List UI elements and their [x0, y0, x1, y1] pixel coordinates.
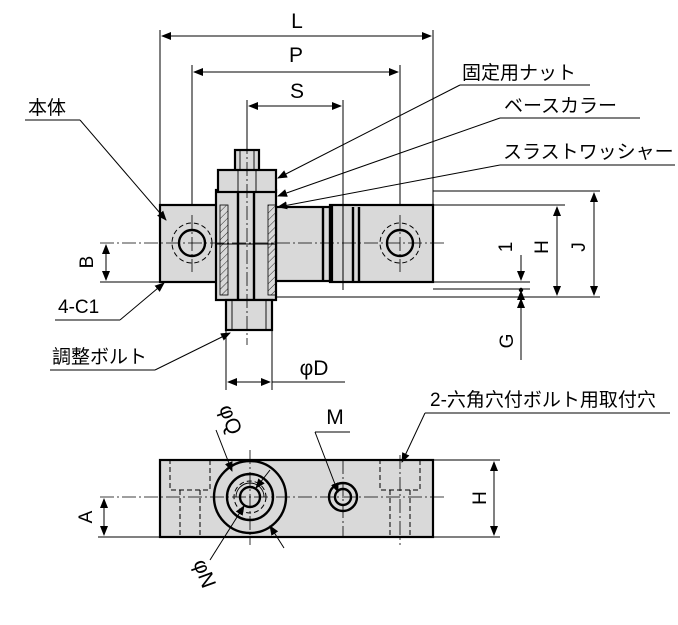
dim-phiQ: φQ: [214, 402, 246, 438]
top-dimensions: [98, 412, 670, 561]
front-dimensions: [100, 30, 600, 390]
dim-J: J: [569, 242, 590, 252]
dim-A: A: [76, 510, 97, 523]
dim-P: P: [289, 44, 303, 67]
label-thrust-washer: スラストワッシャー: [503, 142, 674, 163]
dim-1: 1: [496, 242, 517, 253]
dim-S: S: [290, 80, 304, 103]
label-chamfer: 4-C1: [58, 297, 99, 318]
label-body: 本体: [28, 97, 66, 119]
label-adjusting-bolt: 調整ボルト: [52, 346, 147, 368]
dim-G: G: [497, 334, 518, 349]
part-labels: 本体 固定用ナット ベースカラー スラストワッシャー 4-C1 調整ボルト 2-…: [28, 62, 674, 411]
label-mounting-holes: 2-六角穴付ボルト用取付穴: [430, 389, 656, 411]
top-view: [100, 450, 445, 545]
dim-L: L: [291, 10, 303, 33]
dim-H-top: H: [470, 491, 491, 505]
dim-M: M: [326, 406, 344, 429]
body-left-block: [158, 203, 222, 284]
dim-B: B: [77, 256, 98, 269]
dim-phiD: φD: [300, 357, 329, 380]
top-body: [158, 458, 435, 539]
label-base-collar: ベースカラー: [504, 96, 617, 117]
dimension-texts: L P S B 1 H J G φD φQ φN M A H: [76, 10, 590, 591]
label-fixing-nut: 固定用ナット: [462, 62, 576, 84]
dim-phiN: φN: [188, 556, 219, 591]
front-view: [100, 140, 445, 345]
adjusting-bolt-bottom: [224, 298, 274, 332]
leader-lines: [25, 84, 675, 371]
dim-H: H: [532, 240, 553, 254]
body-right-block: [328, 203, 435, 284]
